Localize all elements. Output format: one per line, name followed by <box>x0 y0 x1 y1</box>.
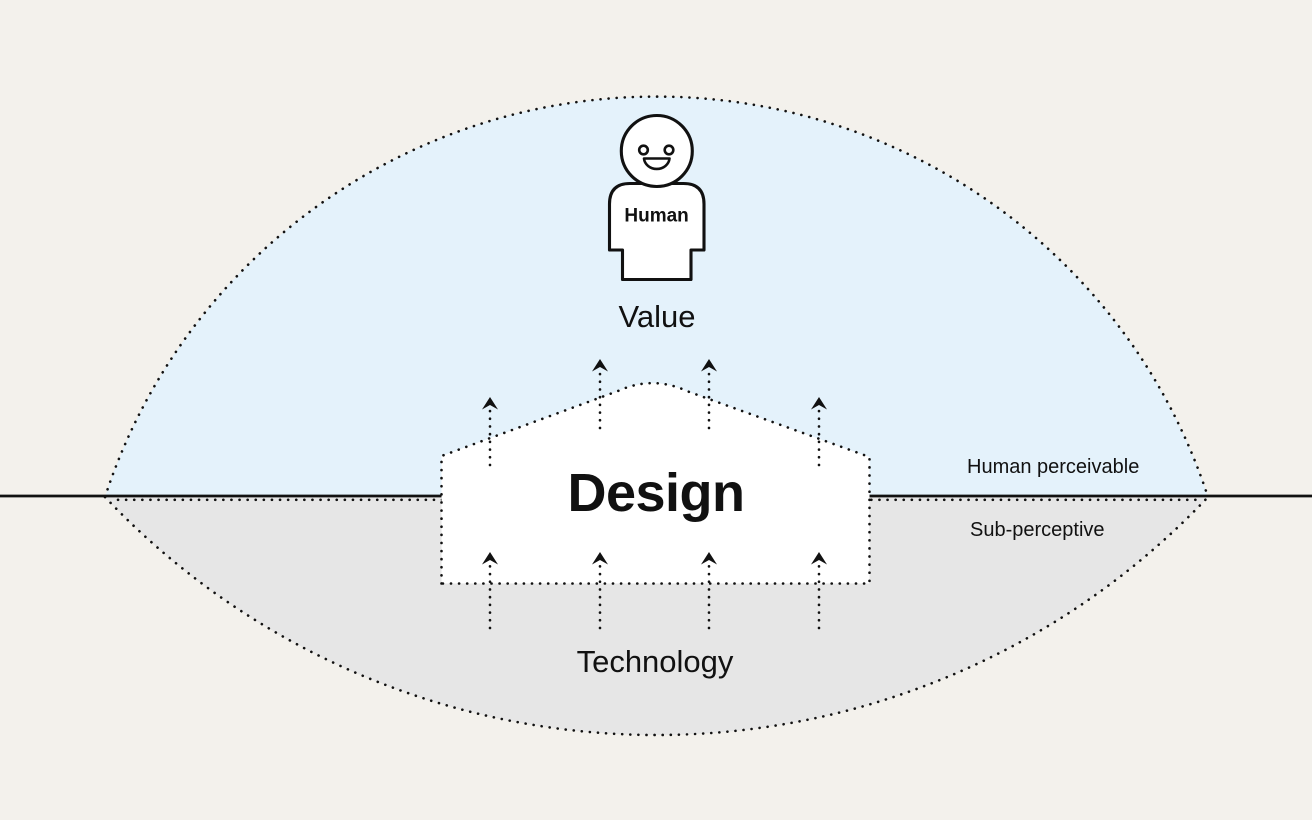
region-human-perceivable <box>105 96 1208 498</box>
top-arrows <box>482 359 827 467</box>
human-figure-icon: Human <box>607 113 706 282</box>
up-arrow-icon <box>482 552 498 565</box>
up-arrow <box>482 552 498 630</box>
up-arrow <box>701 359 717 430</box>
human-smile <box>642 157 671 171</box>
human-perceivable-label: Human perceivable <box>967 456 1139 478</box>
up-arrow <box>482 397 498 467</box>
human-body <box>607 181 706 282</box>
design-label: Design <box>567 463 744 523</box>
lens-bottom-border <box>103 495 1210 737</box>
technology-label: Technology <box>577 644 734 679</box>
design-shape <box>440 381 871 585</box>
up-arrow-icon <box>701 359 717 372</box>
up-arrow <box>592 552 608 630</box>
up-arrow <box>811 552 827 630</box>
up-arrow-icon <box>701 552 717 565</box>
human-left-eye <box>637 144 650 156</box>
up-arrow-icon <box>482 397 498 410</box>
human-right-eye <box>663 144 675 156</box>
up-arrow-icon <box>811 552 827 565</box>
up-arrow-icon <box>811 397 827 410</box>
up-arrow-icon <box>592 359 608 372</box>
up-arrow <box>592 359 608 430</box>
sub-perceptive-label: Sub-perceptive <box>970 519 1105 541</box>
region-sub-perceptive <box>105 497 1208 735</box>
bottom-arrows <box>482 552 827 630</box>
lens-top-border <box>103 95 1210 499</box>
up-arrow <box>701 552 717 630</box>
up-arrow-icon <box>592 552 608 565</box>
human-head <box>619 113 694 189</box>
human-label: Human <box>624 206 688 227</box>
up-arrow <box>811 397 827 467</box>
value-label: Value <box>619 299 696 334</box>
